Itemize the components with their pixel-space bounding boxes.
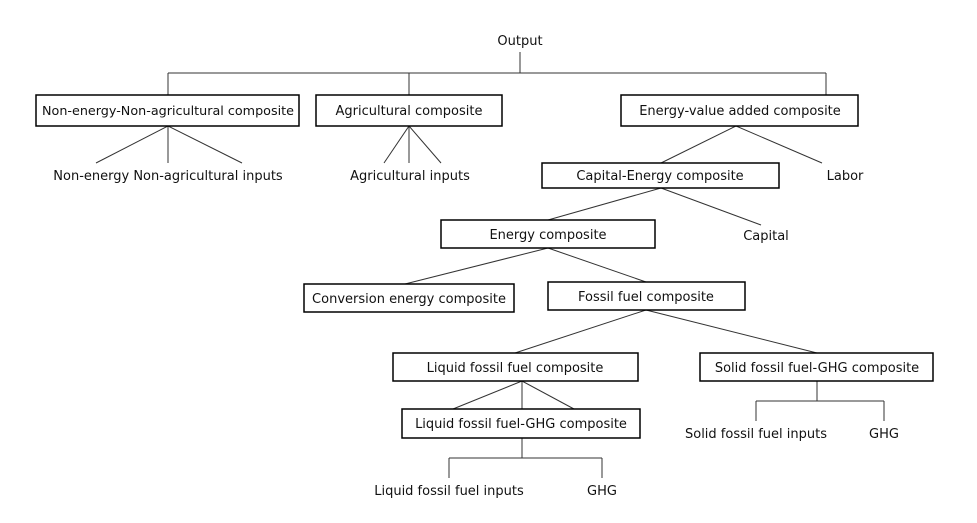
node-solid-fossil-fuel-inputs: Solid fossil fuel inputs	[685, 427, 827, 442]
node-agricultural-composite: Agricultural composite	[336, 104, 483, 119]
box-energy-va-composite	[620, 94, 859, 127]
edge-capital-energy-to-energy	[547, 187, 662, 221]
edge-energy-to-fossil	[547, 247, 647, 283]
box-agricultural-composite	[315, 94, 503, 127]
node-fossil-fuel-composite: Fossil fuel composite	[578, 290, 714, 305]
node-energy-va-composite: Energy-value added composite	[639, 104, 841, 119]
node-liquid-fossil-fuel-composite: Liquid fossil fuel composite	[427, 361, 604, 376]
box-capital-energy-composite	[541, 162, 780, 189]
edge-liquid-fan-left	[452, 380, 523, 410]
edge-capital-energy-to-capital	[660, 187, 762, 226]
edge-non-energy-fan-left	[95, 125, 169, 164]
edge-fossil-to-liquid	[514, 309, 647, 354]
edge-non-energy-fan-right	[167, 125, 243, 164]
box-energy-composite	[440, 219, 656, 249]
node-capital-energy-composite: Capital-Energy composite	[576, 169, 743, 184]
box-liquid-fossil-fuel-ghg-composite	[401, 408, 641, 439]
node-labor: Labor	[827, 169, 864, 184]
node-capital: Capital	[743, 229, 789, 244]
edge-energy-to-conversion	[404, 247, 549, 285]
edge-agri-fan-left	[383, 125, 410, 164]
node-liquid-fossil-fuel-inputs: Liquid fossil fuel inputs	[374, 484, 524, 499]
node-energy-composite: Energy composite	[489, 228, 606, 243]
node-labels: Output Non-energy-Non-agricultural compo…	[42, 34, 919, 499]
edge-liquid-fan-right	[521, 380, 575, 410]
node-ghg-liquid: GHG	[587, 484, 617, 499]
box-fossil-fuel-composite	[547, 281, 746, 311]
node-agricultural-inputs: Agricultural inputs	[350, 169, 470, 184]
tree-edges	[95, 52, 885, 478]
box-solid-fossil-fuel-ghg-composite	[699, 352, 934, 382]
box-conversion-energy-composite	[303, 283, 515, 313]
edge-energy-va-to-labor	[735, 125, 823, 164]
edge-fossil-to-solid	[645, 309, 818, 354]
edge-energy-va-to-capital-energy	[660, 125, 737, 164]
node-output: Output	[497, 34, 542, 49]
composite-boxes	[35, 94, 934, 439]
node-solid-fossil-fuel-ghg-composite: Solid fossil fuel-GHG composite	[715, 361, 919, 376]
node-non-energy-inputs: Non-energy Non-agricultural inputs	[53, 169, 283, 184]
box-liquid-fossil-fuel-composite	[392, 352, 639, 382]
node-liquid-fossil-fuel-ghg-composite: Liquid fossil fuel-GHG composite	[415, 417, 627, 432]
edge-agri-fan-right	[408, 125, 442, 164]
node-conversion-energy-composite: Conversion energy composite	[312, 292, 506, 307]
box-non-energy-composite	[35, 94, 300, 127]
node-non-energy-composite: Non-energy-Non-agricultural composite	[42, 104, 294, 118]
node-ghg-solid: GHG	[869, 427, 899, 442]
